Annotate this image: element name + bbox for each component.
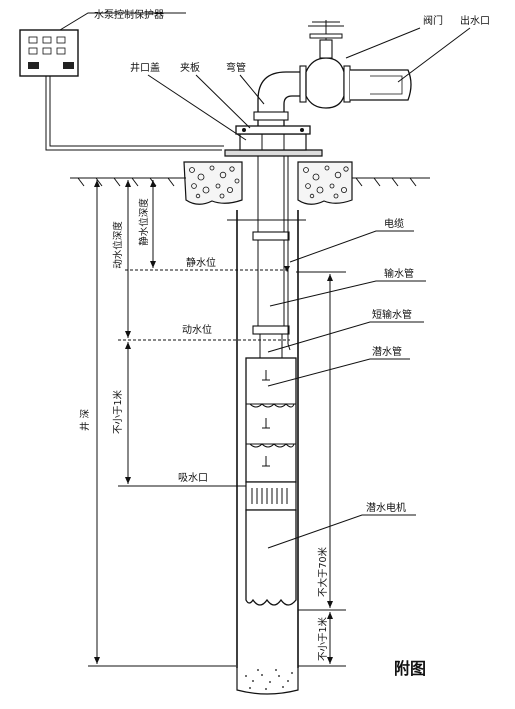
pump-cable bbox=[287, 156, 291, 351]
figure-title: 附图 bbox=[394, 659, 426, 678]
dynamic-level-label: 动水位 bbox=[182, 323, 212, 336]
static-level-marker bbox=[284, 266, 290, 272]
elbow-leader bbox=[239, 74, 265, 105]
motor-leader bbox=[267, 514, 416, 549]
wellhead-cover-label: 井口盖 bbox=[130, 61, 160, 74]
well-depth-label: 井 深 bbox=[79, 408, 91, 431]
suction-label: 吸水口 bbox=[178, 472, 208, 484]
well-casing bbox=[236, 210, 299, 695]
wellhead-cover bbox=[224, 133, 323, 157]
power-cable-a bbox=[45, 76, 222, 151]
outlet-pipe bbox=[350, 69, 412, 101]
outlet-label: 出水口 bbox=[460, 14, 490, 27]
pump-label: 潜水管 bbox=[372, 345, 402, 358]
suction-grille bbox=[245, 481, 297, 511]
motor-label: 潜水电机 bbox=[366, 501, 406, 514]
cable-label: 电缆 bbox=[384, 217, 404, 230]
static-depth-label: 静水位深度 bbox=[138, 198, 150, 246]
controller-label: 水泵控制保护器 bbox=[94, 8, 164, 21]
pump-body bbox=[245, 357, 297, 483]
pump-leader bbox=[267, 358, 410, 387]
valve-label: 阀门 bbox=[423, 14, 443, 27]
short-pipe-leader bbox=[267, 321, 424, 353]
dynamic-depth-label: 动水位深度 bbox=[112, 221, 124, 269]
clamp-plate-leader bbox=[195, 74, 251, 129]
delivery-pipe bbox=[252, 156, 290, 335]
clamp-plate-label: 夹板 bbox=[180, 61, 200, 74]
min-submersion-label: 不小于1米 bbox=[112, 389, 124, 434]
delivery-pipe-label: 输水管 bbox=[384, 267, 414, 280]
controller-box bbox=[19, 29, 79, 77]
wellhead-cover-leader bbox=[147, 74, 247, 141]
valve bbox=[299, 20, 351, 109]
submersible-motor bbox=[245, 509, 297, 606]
delivery-pipe-leader bbox=[269, 280, 426, 307]
cable-leader bbox=[289, 230, 414, 263]
concrete-pad-left bbox=[183, 161, 243, 205]
short-delivery-pipe bbox=[259, 334, 283, 358]
power-cable-b bbox=[49, 76, 224, 147]
short-pipe-label: 短输水管 bbox=[372, 308, 412, 321]
ground-surface bbox=[70, 177, 430, 187]
bottom-clearance-label: 不小于1米 bbox=[317, 616, 329, 661]
elbow-label: 弯管 bbox=[226, 61, 246, 74]
concrete-pad-right bbox=[297, 161, 353, 205]
outlet-leader bbox=[397, 27, 471, 83]
elbow-pipe bbox=[253, 71, 302, 126]
static-level-label: 静水位 bbox=[186, 256, 216, 269]
max-depth-label: 不大于70米 bbox=[317, 546, 329, 597]
valve-leader bbox=[345, 27, 421, 59]
clamp-plate bbox=[235, 125, 311, 135]
controller-leader bbox=[59, 12, 186, 31]
